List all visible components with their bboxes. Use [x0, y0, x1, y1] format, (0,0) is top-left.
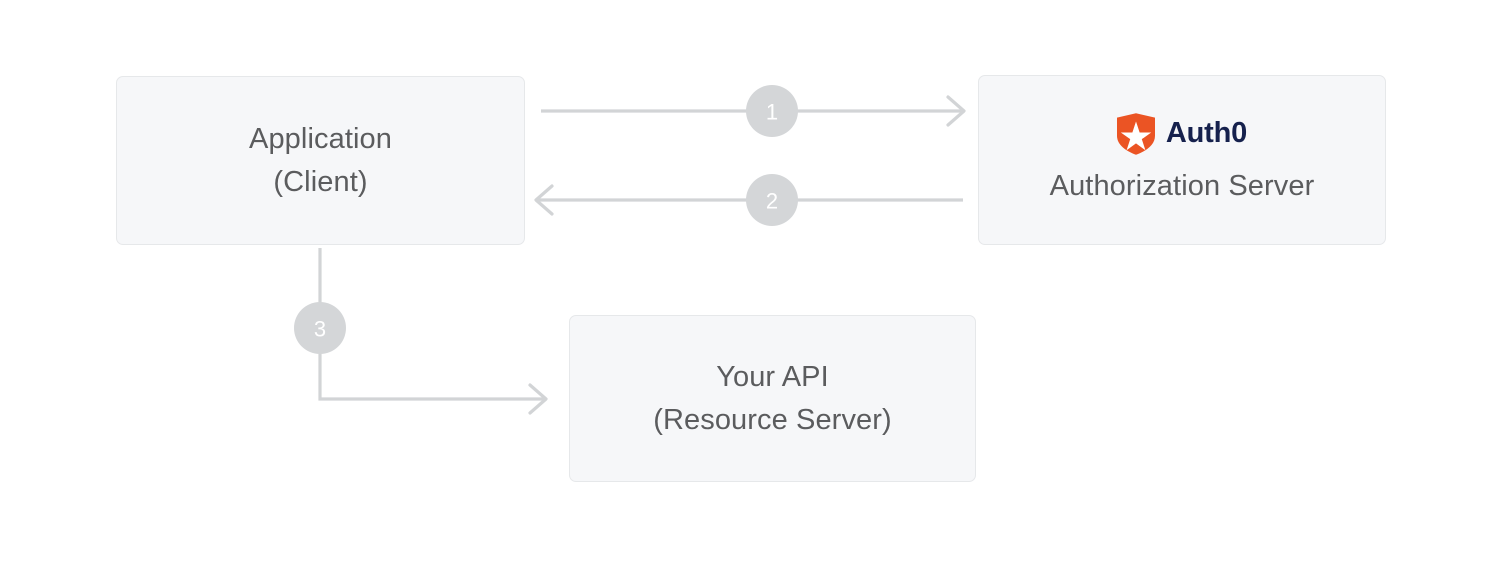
node-authorization-server-title: Authorization Server: [1049, 169, 1315, 202]
node-application-subtitle: (Client): [273, 165, 368, 198]
step-badge-1-label: 1: [766, 100, 778, 125]
arrowhead-left-step-2: [534, 184, 554, 216]
step-badge-3: 3: [294, 302, 346, 354]
connector-step-3-path: [318, 248, 545, 401]
arrowhead-right-step-3: [528, 383, 548, 415]
connector-step-2: [534, 184, 963, 216]
auth0-logo: Auth0: [1116, 112, 1248, 155]
step-badge-2-label: 2: [766, 189, 778, 214]
step-badge-3-label: 3: [314, 317, 326, 342]
auth0-wordmark: Auth0: [1165, 117, 1248, 149]
auth0-shield-icon: [1116, 112, 1155, 155]
step-badge-1: 1: [746, 85, 798, 137]
node-application-title: Application: [249, 122, 392, 155]
step-badge-1-circle: [746, 85, 798, 137]
step-badge-2: 2: [746, 174, 798, 226]
node-your-api-subtitle: (Resource Server): [653, 403, 892, 436]
node-your-api[interactable]: Your API (Resource Server): [569, 315, 976, 482]
node-application-client[interactable]: Application (Client): [116, 76, 525, 245]
node-your-api-title: Your API: [716, 360, 829, 393]
connector-step-3: [318, 248, 548, 415]
step-badge-2-circle: [746, 174, 798, 226]
connector-step-1: [541, 95, 966, 127]
arrowhead-right-step-1: [946, 95, 966, 127]
step-badge-3-circle: [294, 302, 346, 354]
node-authorization-server[interactable]: Auth0 Authorization Server: [978, 75, 1386, 245]
